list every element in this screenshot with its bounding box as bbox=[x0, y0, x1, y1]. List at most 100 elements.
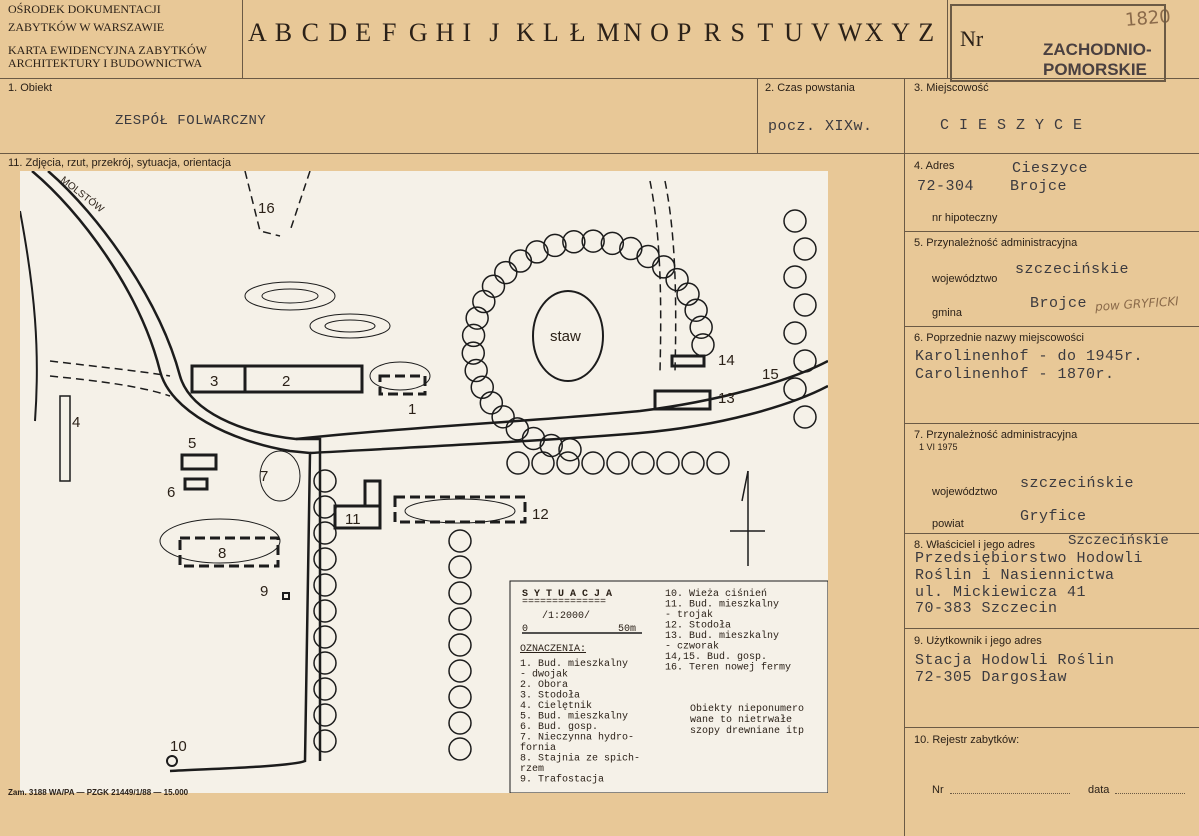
building-4 bbox=[59, 395, 71, 482]
legend-left-item: 6. Bud. gosp. bbox=[520, 721, 598, 733]
field-4-code: 72-304 bbox=[917, 178, 975, 195]
legend-left-item: 9. Trafostacja bbox=[520, 774, 604, 786]
field-6-line-2: Carolinenhof - 1870r. bbox=[915, 366, 1115, 383]
tree-6 bbox=[470, 375, 495, 400]
field-8-line-1: Przedsiębiorstwo Hodowli bbox=[915, 550, 1144, 567]
field-5-woj-value: szczecińskie bbox=[1015, 261, 1130, 278]
index-letter-5: F bbox=[382, 18, 397, 47]
field-6-line-1: Karolinenhof - do 1945r. bbox=[915, 348, 1144, 365]
index-letter-12: Ł bbox=[569, 18, 586, 47]
tree-1 bbox=[539, 433, 563, 458]
tree-58 bbox=[448, 581, 472, 605]
legend-right-item: 14,15. Bud. gosp. bbox=[665, 651, 767, 663]
field-4-label: 4. Adres bbox=[914, 160, 955, 172]
tree-0 bbox=[558, 437, 582, 462]
index-letter-18: S bbox=[730, 18, 745, 47]
field-10-data-dots bbox=[1115, 793, 1185, 794]
tree-60 bbox=[448, 633, 472, 657]
field-4-value-2: Brojce bbox=[1010, 178, 1068, 195]
index-letter-3: D bbox=[328, 18, 348, 47]
tree-45 bbox=[313, 469, 337, 493]
org-line-1: OŚRODEK DOKUMENTACJI bbox=[8, 2, 161, 16]
legend-left-item: 2. Obora bbox=[520, 679, 568, 691]
field-5-gmina-handwriting: pow GRYFICKI bbox=[1094, 294, 1180, 314]
tree-9 bbox=[461, 323, 486, 348]
north-arrow bbox=[730, 470, 765, 566]
index-letter-8: I bbox=[462, 18, 472, 47]
legend-right-item: 13. Bud. mieszkalny bbox=[665, 630, 779, 642]
field-9-label: 9. Użytkownik i jego adres bbox=[914, 635, 1042, 647]
site-plan-photo: staw bbox=[20, 171, 828, 793]
building-5 bbox=[180, 453, 218, 471]
tree-17 bbox=[562, 230, 586, 254]
field-4-value-1: Cieszyce bbox=[1012, 160, 1089, 177]
index-letter-21: V bbox=[810, 18, 830, 47]
org-line-2: ZABYTKÓW w WARSZAWIE bbox=[8, 20, 165, 34]
tree-21 bbox=[636, 244, 660, 269]
legend-left-item: 3. Stodoła bbox=[520, 690, 580, 702]
tree-41 bbox=[631, 451, 655, 475]
tree-42 bbox=[656, 451, 680, 475]
index-letter-14: N bbox=[623, 18, 643, 47]
tree-40 bbox=[606, 451, 630, 475]
legend-left-item: 1. Bud. mieszkalny bbox=[520, 658, 628, 670]
legend-title: S Y T U A C J A bbox=[522, 589, 612, 600]
tree-30 bbox=[783, 265, 807, 289]
building-14 bbox=[670, 354, 706, 368]
tree-52 bbox=[313, 651, 337, 675]
field-8-line-2: Roślin i Nasiennictwa bbox=[915, 567, 1115, 584]
index-letter-25: Z bbox=[918, 18, 935, 47]
field-1-label: 1. Obiekt bbox=[8, 82, 53, 94]
pond bbox=[532, 290, 604, 382]
tree-48 bbox=[313, 547, 337, 571]
map-number-8: 8 bbox=[218, 545, 226, 562]
legend-scale: /1:2000/ bbox=[542, 610, 590, 622]
building-1 bbox=[378, 374, 427, 396]
legend-right-item: 12. Stodoła bbox=[665, 620, 731, 632]
field-8-label: 8. Właściciel i jego adres bbox=[914, 539, 1036, 551]
field-7-label: 7. Przynależność administracyjna bbox=[914, 429, 1078, 441]
east-road-north bbox=[295, 359, 828, 441]
tree-10 bbox=[465, 306, 489, 330]
tree-59 bbox=[448, 607, 472, 631]
field-2-value: pocz. XIXw. bbox=[768, 118, 873, 135]
tree-ring bbox=[313, 209, 817, 761]
tree-20 bbox=[619, 236, 643, 261]
tree-25 bbox=[684, 298, 708, 322]
map-number-9: 9 bbox=[260, 583, 268, 600]
card-line-2: ARCHITEKTURY I BUDOWNICTWA bbox=[8, 56, 203, 70]
legend-right-item: - czworak bbox=[665, 641, 719, 653]
stamp-line-1: ZACHODNIO- bbox=[1043, 40, 1152, 59]
tree-16 bbox=[543, 233, 567, 258]
legend-oznaczenia: OZNACZENIA: bbox=[520, 644, 586, 655]
field-5-gmina-value: Brojce bbox=[1030, 295, 1088, 312]
tree-22 bbox=[651, 255, 676, 279]
tree-38 bbox=[556, 451, 580, 475]
card-title: KARTA EWIDENCYJNA ZABYTKÓW ARCHITEKTURY … bbox=[8, 44, 207, 70]
main-road-east bbox=[47, 171, 322, 761]
index-letter-9: J bbox=[489, 18, 500, 47]
tree-14 bbox=[508, 249, 533, 273]
building-12 bbox=[393, 495, 527, 524]
tree-43 bbox=[681, 451, 705, 475]
map-number-6: 6 bbox=[167, 484, 175, 501]
legend-note-3: szopy drewniane itp bbox=[690, 725, 804, 737]
tree-19 bbox=[600, 231, 625, 256]
field-5-gmina-label: gmina bbox=[932, 307, 962, 319]
legend-left-item: fornia bbox=[520, 742, 556, 754]
legend-scale-50: 50m bbox=[618, 624, 636, 635]
index-letter-15: O bbox=[650, 18, 669, 47]
map-number-12: 12 bbox=[532, 506, 549, 523]
index-letter-24: Y bbox=[891, 18, 911, 47]
field-7-powiat-label: powiat bbox=[932, 518, 964, 530]
tree-35 bbox=[793, 405, 817, 429]
field-9-line-2: 72-305 Dargosław bbox=[915, 669, 1068, 686]
legend-note-2: wane to nietrwałe bbox=[690, 714, 792, 726]
index-letter-19: T bbox=[757, 18, 774, 47]
nr-label: Nr bbox=[960, 26, 984, 51]
tree-18 bbox=[581, 229, 605, 253]
main-road-west bbox=[31, 171, 312, 773]
tree-34 bbox=[783, 377, 807, 401]
tree-3 bbox=[505, 417, 530, 441]
